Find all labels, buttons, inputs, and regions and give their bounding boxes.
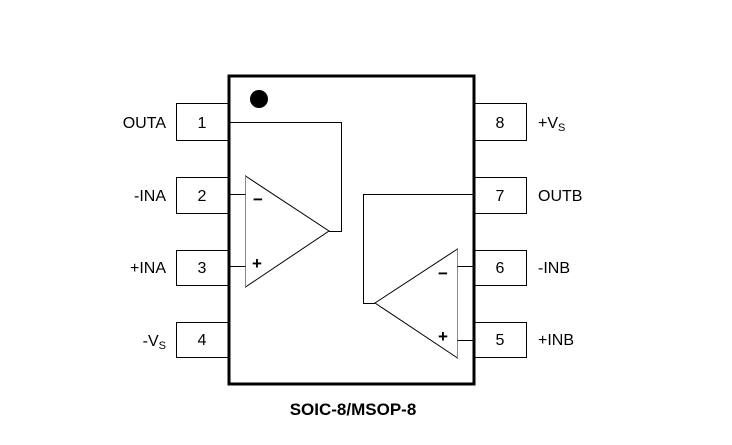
package-caption: SOIC-8/MSOP-8 <box>290 400 417 419</box>
opamp-a: − + <box>230 122 342 288</box>
wire-opamp-a-output-to-pin1 <box>230 122 342 232</box>
pin-label-vs-plus: +VS <box>538 115 565 134</box>
pin-label-inb-minus: -INB <box>538 260 570 277</box>
pin-box-8 <box>474 103 527 141</box>
pin-box-1 <box>176 103 229 141</box>
pin-number-2: 2 <box>198 188 207 205</box>
pin-label-vs-plus-sub: S <box>558 122 565 134</box>
pin-number-5: 5 <box>496 332 505 349</box>
opamp-b: − + <box>363 194 473 359</box>
pin-label-vs-minus-sub: S <box>159 340 166 352</box>
pin-label-inb-plus: +INB <box>538 332 574 349</box>
pin-label-vs-minus: -VS <box>143 333 166 352</box>
pin-box-6 <box>474 250 527 286</box>
pin-number-8: 8 <box>496 115 505 132</box>
pin-label-ina-minus: -INA <box>134 188 166 205</box>
pin-number-4: 4 <box>198 332 207 349</box>
pin-label-outb: OUTB <box>538 188 582 205</box>
wire-opamp-b-output-to-pin7 <box>363 194 473 304</box>
pin-label-vs-minus-main: -V <box>143 333 159 350</box>
pin-box-3 <box>176 250 229 286</box>
pin-label-outa: OUTA <box>123 115 167 132</box>
pin-number-1: 1 <box>198 115 207 132</box>
pin1-marker-dot <box>250 90 268 108</box>
pin-number-7: 7 <box>496 188 505 205</box>
pin-number-6: 6 <box>496 260 505 277</box>
pin-label-vs-plus-main: +V <box>538 115 558 132</box>
pin-label-ina-plus: +INA <box>130 260 166 277</box>
pin-box-2 <box>176 177 229 214</box>
opamp-b-plus-sign: + <box>438 327 448 346</box>
opamp-b-minus-sign: − <box>438 264 448 283</box>
pin-number-3: 3 <box>198 260 207 277</box>
opamp-a-minus-sign: − <box>253 190 263 209</box>
opamp-a-plus-sign: + <box>252 254 262 273</box>
